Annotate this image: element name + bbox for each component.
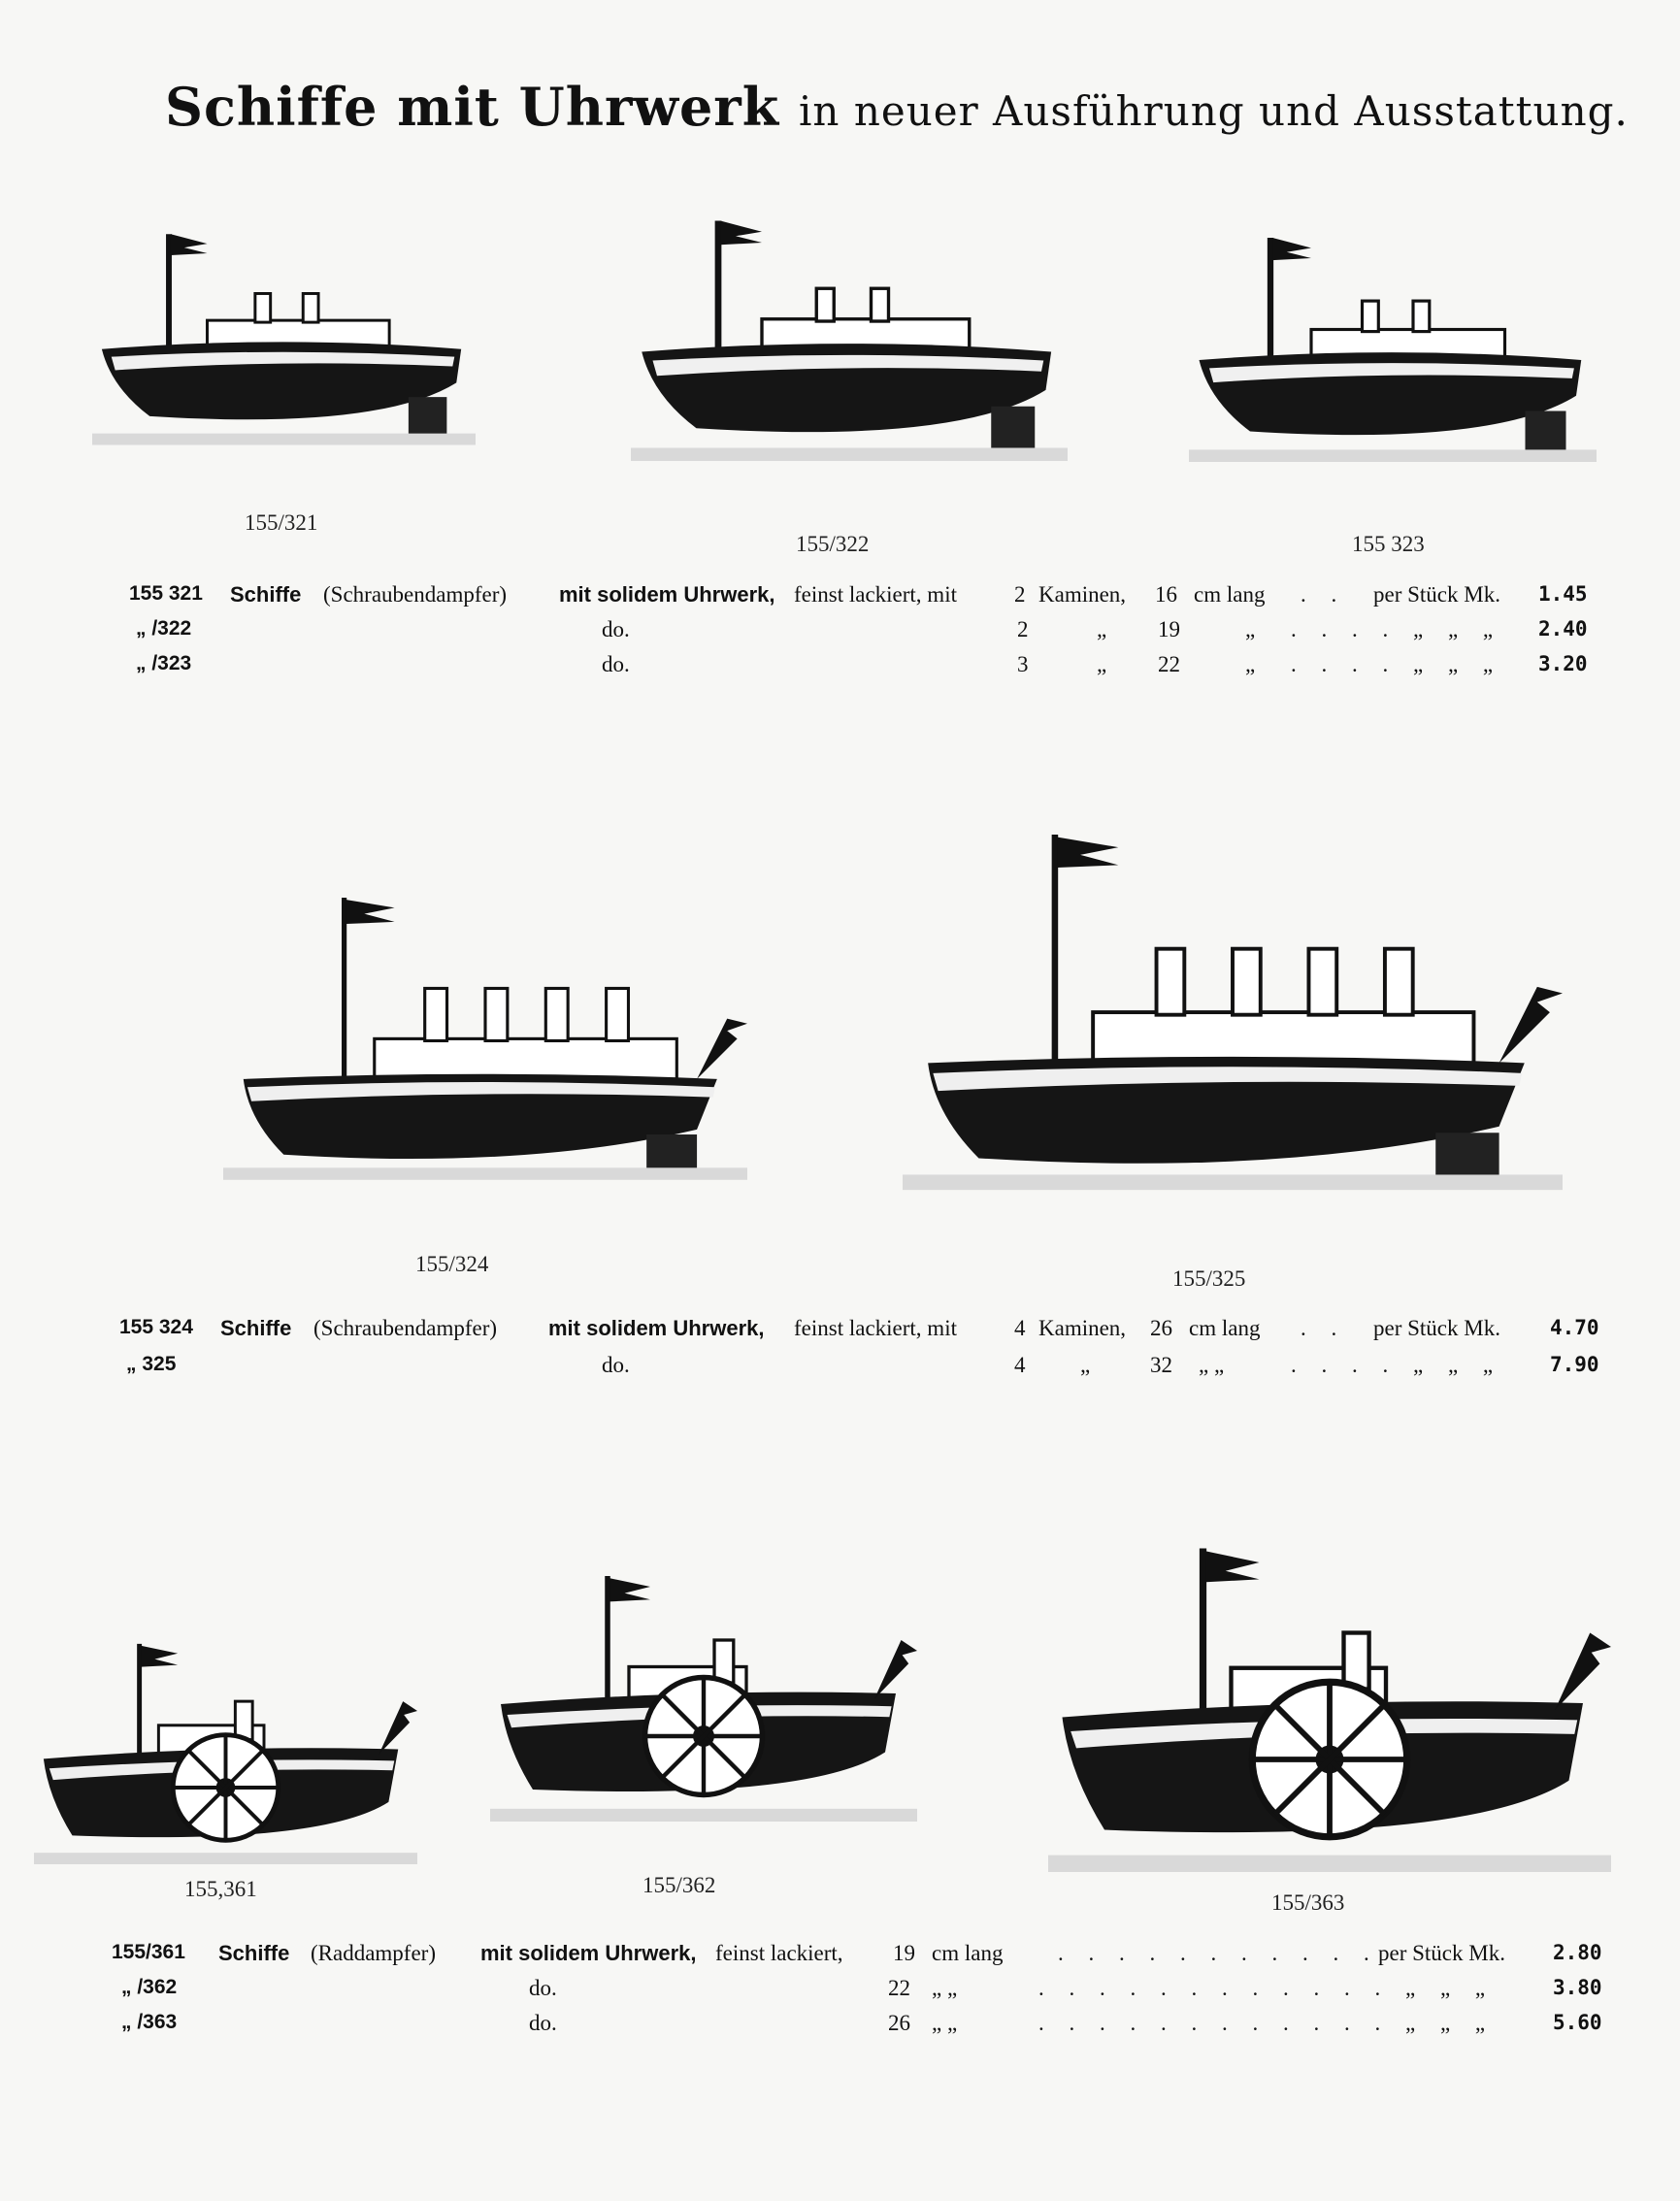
length-value: 19 [1158, 617, 1180, 641]
price-row: 155 324 Schiffe (Schraubendampfer) mit s… [0, 1316, 1680, 1351]
length-unit: „ [1245, 652, 1256, 676]
chimney-label: „ [1097, 652, 1107, 676]
chimney-count: 3 [1017, 652, 1029, 676]
chimney-label: „ [1080, 1353, 1091, 1377]
ditto-mark: do. [602, 617, 630, 641]
price-value: 5.60 [1553, 2011, 1602, 2034]
chimney-count: 4 [1014, 1353, 1026, 1377]
item-description: feinst lackiert, mit [794, 1316, 957, 1340]
length-value: 26 [1150, 1316, 1172, 1340]
ship-illustration-155-361 [34, 1630, 417, 1868]
title-rest: in neuer Ausführung und Ausstattung. [798, 87, 1629, 135]
item-description: feinst lackiert, [715, 1941, 843, 1965]
price-value: 4.70 [1550, 1316, 1599, 1339]
ditto-mark: do. [602, 1353, 630, 1377]
length-value: 22 [1158, 652, 1180, 676]
item-number: „ /322 [136, 617, 192, 640]
chimney-count: 2 [1014, 582, 1026, 607]
chimney-count: 4 [1014, 1316, 1026, 1340]
length-unit: „ „ [932, 2011, 958, 2035]
caption-155-324: 155/324 [415, 1252, 489, 1276]
ditto-mark: do. [529, 1976, 557, 2000]
price-value: 1.45 [1538, 582, 1588, 606]
leader-dots: . . . . „ „ „ [1291, 1353, 1503, 1377]
leader-dots: . . [1301, 582, 1347, 607]
length-unit: cm lang [1189, 1316, 1261, 1340]
ship-illustration-155-321 [92, 194, 476, 466]
price-value: 3.80 [1553, 1976, 1602, 1999]
item-name: Schiffe [218, 1941, 290, 1965]
length-unit: „ „ [932, 1976, 958, 2000]
item-number: 155 324 [119, 1316, 193, 1338]
item-number: 155 321 [129, 582, 203, 605]
leader-dots: . . . . „ „ „ [1291, 652, 1503, 676]
length-value: 22 [888, 1976, 910, 2000]
chimney-count: 2 [1017, 617, 1029, 641]
per-piece-label: per Stück Mk. [1373, 1316, 1500, 1340]
chimney-label: Kaminen, [1038, 582, 1127, 607]
item-number: „ /323 [136, 652, 192, 674]
caption-155-321: 155/321 [245, 510, 318, 535]
item-feature: mit solidem Uhrwerk, [480, 1941, 697, 1965]
item-name: Schiffe [220, 1316, 292, 1340]
page-title: Schiffe mit Uhrwerk in neuer Ausführung … [165, 76, 1628, 138]
length-unit: „ „ [1199, 1353, 1225, 1377]
price-value: 7.90 [1550, 1353, 1599, 1376]
price-row: „ /323 do. 3 „ 22 „ . . . . „ „ „ 3.20 [0, 652, 1680, 687]
leader-dots: . . . . „ „ „ [1291, 617, 1503, 641]
ship-illustration-155-322 [631, 184, 1068, 476]
leader-dots: . . . . . . . . . . . [1058, 1941, 1379, 1965]
caption-155-322: 155/322 [796, 532, 870, 556]
caption-155-325: 155/325 [1172, 1266, 1246, 1291]
per-piece-label: per Stück Mk. [1378, 1941, 1505, 1965]
length-value: 16 [1155, 582, 1177, 607]
chimney-label: Kaminen, [1038, 1316, 1127, 1340]
caption-155-363: 155/363 [1271, 1890, 1345, 1915]
caption-155-361: 155,361 [184, 1877, 257, 1901]
price-row: „ /322 do. 2 „ 19 „ . . . . „ „ „ 2.40 [0, 617, 1680, 652]
ship-illustration-155-324 [223, 844, 747, 1213]
item-number: 155/361 [112, 1941, 185, 1963]
item-name: Schiffe [230, 582, 302, 607]
item-feature: mit solidem Uhrwerk, [559, 582, 775, 607]
item-type: (Schraubendampfer) [313, 1316, 498, 1340]
leader-dots: . . [1301, 1316, 1347, 1340]
price-row: 155/361 Schiffe (Raddampfer) mit solidem… [0, 1941, 1680, 1976]
length-unit: cm lang [932, 1941, 1004, 1965]
item-number: „ /363 [121, 2011, 178, 2033]
item-number: „ /362 [121, 1976, 178, 1998]
price-row: 155 321 Schiffe (Schraubendampfer) mit s… [0, 582, 1680, 617]
ship-illustration-155-325 [903, 796, 1563, 1203]
price-row: „ /362 do. 22 „ „ . . . . . . . . . . . … [0, 1976, 1680, 2011]
ship-illustration-155-323 [1189, 204, 1597, 476]
length-value: 19 [893, 1941, 915, 1965]
ship-illustration-155-362 [490, 1528, 917, 1858]
leader-dots: . . . . . . . . . . . . „ „ „ [1038, 2011, 1496, 2035]
item-description: feinst lackiert, mit [794, 582, 957, 607]
price-value: 3.20 [1538, 652, 1588, 675]
price-row: „ /363 do. 26 „ „ . . . . . . . . . . . … [0, 2011, 1680, 2046]
price-value: 2.40 [1538, 617, 1588, 641]
per-piece-label: per Stück Mk. [1373, 582, 1500, 607]
price-row: „ 325 do. 4 „ 32 „ „ . . . . „ „ „ 7.90 [0, 1353, 1680, 1388]
price-value: 2.80 [1553, 1941, 1602, 1964]
ditto-mark: do. [602, 652, 630, 676]
length-value: 26 [888, 2011, 910, 2035]
length-unit: „ [1245, 617, 1256, 641]
caption-155-362: 155/362 [642, 1873, 716, 1897]
chimney-label: „ [1097, 617, 1107, 641]
item-type: (Schraubendampfer) [323, 582, 508, 607]
caption-155-323: 155 323 [1352, 532, 1425, 556]
length-unit: cm lang [1194, 582, 1266, 607]
item-feature: mit solidem Uhrwerk, [548, 1316, 765, 1340]
length-value: 32 [1150, 1353, 1172, 1377]
ditto-mark: do. [529, 2011, 557, 2035]
item-number: „ 325 [126, 1353, 177, 1375]
ship-illustration-155-363 [1048, 1524, 1611, 1883]
item-type: (Raddampfer) [311, 1941, 436, 1965]
leader-dots: . . . . . . . . . . . . „ „ „ [1038, 1976, 1496, 2000]
title-main: Schiffe mit Uhrwerk [165, 76, 780, 138]
